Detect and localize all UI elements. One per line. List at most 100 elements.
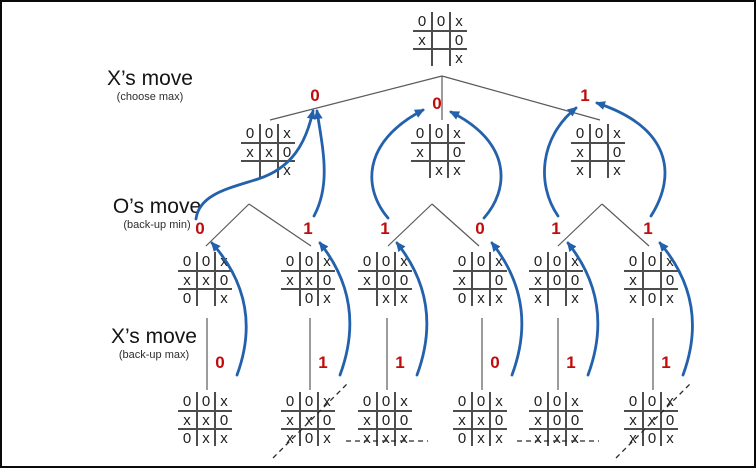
board-cell: x	[489, 392, 507, 410]
board-cell: x	[565, 392, 583, 410]
board-cell: 0	[299, 288, 317, 307]
node-value: 0	[432, 94, 442, 113]
node-value: 0	[475, 219, 485, 238]
board-cell: 0	[660, 410, 678, 429]
board-cell: 0	[431, 12, 449, 30]
board-cell: x	[358, 270, 376, 289]
board-cell: 0	[214, 270, 232, 289]
board-cell: 0	[447, 142, 465, 161]
node-value: 1	[380, 219, 390, 238]
board-cell: x	[660, 428, 678, 447]
board-cell: 0	[285, 392, 295, 410]
board-cell: 0	[457, 252, 467, 270]
tree-edge	[441, 75, 601, 121]
board-cell: 0	[642, 252, 660, 270]
node-value: 1	[643, 219, 653, 238]
board-cell: 0	[415, 124, 425, 142]
board-cell: x	[299, 270, 317, 289]
board-cell: x	[394, 428, 412, 447]
board-cell: 0	[182, 252, 192, 270]
node-value: 1	[661, 353, 671, 372]
board-cell: x	[214, 428, 232, 447]
board-cell: x	[571, 142, 589, 161]
board-cell: x	[471, 288, 489, 307]
board-cell: 0	[376, 270, 394, 289]
node-value: 0	[195, 219, 205, 238]
board-cell: 0	[642, 428, 660, 447]
board-cell: 0	[457, 392, 467, 410]
board-cell	[241, 160, 259, 178]
board-cell: 0	[489, 410, 507, 429]
node-value: 0	[215, 353, 225, 372]
board-cell: x	[178, 410, 196, 429]
board-cell: 0	[214, 410, 232, 429]
board-cell: 0	[547, 270, 565, 289]
node-value: 1	[303, 219, 313, 238]
board-cell: 0	[317, 270, 335, 289]
board-cell: x	[394, 252, 412, 270]
board-cell: 0	[547, 252, 565, 270]
board-cell: x	[642, 410, 660, 429]
board-cell: 0	[607, 142, 625, 161]
board-cell: 0	[245, 124, 255, 142]
board-cell: x	[413, 30, 431, 49]
board-cell: x	[411, 142, 429, 161]
board-cell	[358, 288, 376, 306]
node-value: 1	[551, 219, 561, 238]
board-cell: x	[529, 410, 547, 429]
board-cell: 0	[565, 270, 583, 289]
board-cell	[259, 160, 277, 178]
board-cell: 0	[196, 252, 214, 270]
board-cell: x	[358, 410, 376, 429]
board-cell: 0	[317, 410, 335, 429]
board-cell: x	[624, 270, 642, 289]
board-cell: x	[607, 124, 625, 142]
board-cell: x	[565, 252, 583, 270]
board-cell: x	[624, 410, 642, 429]
board-cell: x	[489, 288, 507, 307]
label-subtitle: (choose max)	[116, 91, 184, 104]
label-xs-move-choose-max: X’s move (choose max)	[85, 67, 215, 104]
board-cell: 0	[182, 392, 192, 410]
board-cell: 0	[642, 288, 660, 307]
board-cell: x	[660, 252, 678, 270]
board-cell: 0	[547, 410, 565, 429]
tree-edge	[601, 203, 650, 247]
board-cell: x	[624, 288, 642, 307]
board-cell	[411, 160, 429, 178]
board-cell: x	[394, 288, 412, 307]
board-cell: x	[317, 392, 335, 410]
node-value: 1	[318, 353, 328, 372]
board-cell: x	[317, 252, 335, 270]
board-cell: x	[660, 288, 678, 307]
label-title: X’s move	[107, 67, 193, 90]
board-cell: x	[529, 270, 547, 289]
board-cell: x	[277, 124, 295, 142]
board-cell: x	[624, 428, 642, 447]
board-cell: x	[277, 160, 295, 179]
board-cell: 0	[565, 410, 583, 429]
board-cell: 0	[453, 288, 471, 307]
board-cell: x	[565, 288, 583, 307]
board-cell: x	[449, 12, 467, 30]
label-title: X’s move	[111, 325, 197, 348]
label-os-move-backup-min: O’s move (back-up min)	[92, 195, 222, 232]
board-cell: x	[394, 392, 412, 410]
tree-edge	[431, 203, 480, 247]
board-cell: 0	[299, 252, 317, 270]
board-cell: x	[489, 252, 507, 270]
label-title: O’s move	[112, 195, 202, 218]
board-cell: x	[178, 270, 196, 289]
board-cell: 0	[178, 428, 196, 447]
board-cell: x	[196, 428, 214, 447]
board-cell	[589, 142, 607, 160]
